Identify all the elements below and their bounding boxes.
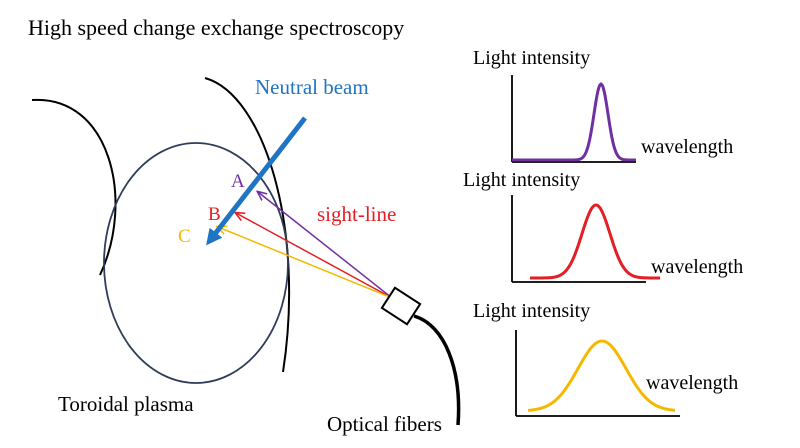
spectrum-c-ylabel: Light intensity bbox=[473, 300, 590, 322]
spectrum-plot-a: Light intensity wavelength bbox=[473, 47, 733, 163]
optical-fiber-cable bbox=[413, 314, 461, 426]
spectrum-plot-c: Light intensity wavelength bbox=[473, 300, 738, 417]
neutral-beam-arrow bbox=[206, 116, 307, 246]
spectrum-b-ylabel: Light intensity bbox=[463, 169, 580, 191]
point-c-label: C bbox=[178, 226, 191, 247]
spectrum-c-curve bbox=[527, 339, 676, 412]
sight-line-c bbox=[218, 227, 393, 299]
fiber-head-icon bbox=[380, 286, 422, 326]
sight-line-label: sight-line bbox=[317, 202, 396, 226]
torus-outer-arc-right bbox=[204, 77, 291, 373]
spectrum-a-curve bbox=[512, 82, 636, 162]
spectrum-a-xlabel: wavelength bbox=[641, 136, 733, 158]
plasma-cross-section bbox=[103, 142, 289, 384]
spectrum-c-xlabel: wavelength bbox=[646, 372, 738, 394]
point-a-label: A bbox=[231, 171, 245, 192]
spectrum-b-curve bbox=[530, 203, 660, 280]
spectrum-b-xlabel: wavelength bbox=[651, 256, 743, 278]
diagram-title: High speed change exchange spectroscopy bbox=[28, 15, 404, 40]
toroidal-plasma-label: Toroidal plasma bbox=[58, 392, 194, 416]
neutral-beam-label: Neutral beam bbox=[255, 75, 369, 99]
sight-line-a bbox=[258, 192, 393, 299]
sight-line-b bbox=[236, 213, 393, 299]
spectrum-plot-b: Light intensity wavelength bbox=[463, 169, 743, 283]
torus-outer-arc-left bbox=[31, 98, 117, 276]
optical-fibers-label: Optical fibers bbox=[327, 412, 442, 436]
point-b-label: B bbox=[208, 204, 221, 225]
spectrum-a-ylabel: Light intensity bbox=[473, 47, 590, 69]
